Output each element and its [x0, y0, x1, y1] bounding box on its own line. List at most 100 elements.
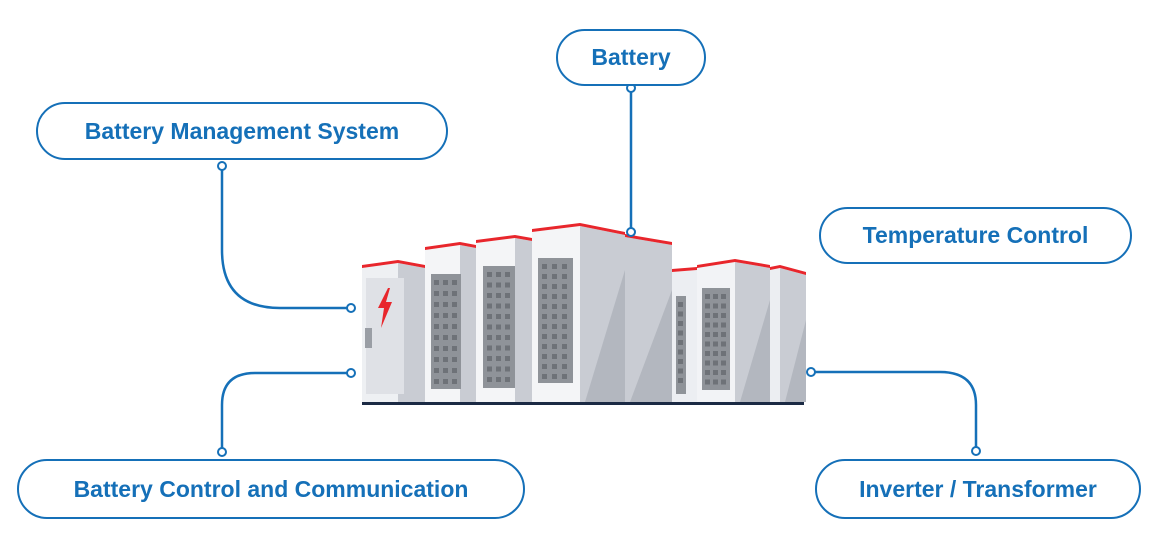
panel-window	[452, 324, 457, 329]
panel-window	[542, 344, 547, 349]
panel-window	[443, 280, 448, 285]
label-temp-text: Temperature Control	[862, 222, 1089, 248]
label-bms-text: Battery Management System	[84, 117, 400, 144]
panel-window	[496, 282, 501, 288]
panel-window	[505, 314, 510, 319]
panel-window	[542, 324, 547, 329]
panel-window	[562, 354, 567, 359]
panel-window	[443, 379, 448, 384]
panel-window	[721, 313, 726, 318]
panel-window	[705, 360, 710, 366]
panel-window	[721, 322, 726, 328]
panel-window	[496, 272, 501, 277]
connector-bms	[220, 166, 350, 310]
cabinet	[770, 265, 806, 402]
panel-window	[443, 313, 448, 318]
panel-window	[678, 311, 683, 317]
cabinet-control	[362, 260, 425, 402]
panel-window	[496, 366, 501, 372]
label-battery-management-system: Battery Management System	[36, 102, 448, 160]
panel-window	[496, 377, 501, 382]
panel-window	[713, 341, 718, 347]
lightning-bolt-icon	[378, 288, 392, 328]
label-temperature-control: Temperature Control	[819, 207, 1132, 264]
panel-window	[542, 284, 547, 289]
panel-window	[452, 335, 457, 340]
cabinet	[425, 242, 476, 402]
panel-window	[713, 332, 718, 337]
panel-window	[443, 368, 448, 373]
panel-window	[443, 346, 448, 351]
label-bcc-text: Battery Control and Communication	[73, 475, 469, 502]
panel-window	[552, 324, 557, 329]
panel-window	[452, 379, 457, 384]
panel-window	[552, 374, 557, 379]
panel-window	[487, 335, 492, 340]
panel-window	[505, 366, 510, 372]
panel-window	[562, 334, 567, 339]
panel-window	[552, 344, 557, 349]
panel-window	[452, 291, 457, 296]
cabinet	[672, 267, 697, 402]
panel-window	[487, 324, 492, 330]
panel-window	[713, 294, 718, 299]
panel-window	[721, 351, 726, 356]
panel-window	[721, 294, 726, 299]
panel-window	[452, 357, 457, 362]
panel-window	[562, 364, 567, 369]
panel-window	[721, 379, 726, 385]
panel-window	[705, 322, 710, 328]
panel-window	[678, 378, 683, 383]
panel-window	[434, 379, 439, 384]
panel-window	[705, 332, 710, 337]
label-battery-control-communication: Battery Control and Communication	[17, 459, 525, 519]
panel-window	[443, 302, 448, 307]
connector-inv	[811, 370, 978, 451]
panel-window	[542, 374, 547, 379]
panel-window	[562, 374, 567, 379]
panel-window	[434, 346, 439, 351]
panel-window	[452, 346, 457, 351]
panel-window	[434, 280, 439, 285]
panel-window	[713, 351, 718, 356]
panel-window	[542, 294, 547, 299]
panel-window	[434, 357, 439, 362]
panel-window	[496, 335, 501, 340]
panel-window	[552, 364, 557, 369]
panel-window	[496, 293, 501, 298]
panel-window	[705, 294, 710, 299]
panel-window	[496, 314, 501, 319]
panel-window	[713, 313, 718, 318]
panel-window	[434, 335, 439, 340]
panel-window	[721, 360, 726, 366]
panel-window	[678, 330, 683, 336]
panel-window	[452, 368, 457, 373]
panel-window	[505, 335, 510, 340]
panel-window	[552, 314, 557, 319]
panel-window	[487, 293, 492, 298]
panel-window	[562, 294, 567, 299]
panel-window	[678, 302, 683, 307]
panel-window	[434, 324, 439, 329]
panel-window	[705, 341, 710, 347]
panel-window	[678, 340, 683, 345]
panel-window	[721, 332, 726, 337]
panel-window	[487, 314, 492, 319]
panel-window	[721, 370, 726, 375]
panel-window	[713, 303, 718, 309]
panel-window	[487, 366, 492, 372]
panel-window	[678, 349, 683, 355]
panel-window	[443, 335, 448, 340]
label-inv-text: Inverter / Transformer	[859, 475, 1097, 502]
label-battery: Battery	[556, 29, 706, 86]
label-inverter-transformer: Inverter / Transformer	[815, 459, 1141, 519]
panel-window	[678, 321, 683, 326]
panel-window	[705, 370, 710, 375]
cabinet	[476, 235, 532, 402]
panel-window	[505, 282, 510, 288]
panel-window	[542, 354, 547, 359]
panel-window	[705, 351, 710, 356]
panel-window	[443, 324, 448, 329]
panel-window	[505, 345, 510, 351]
